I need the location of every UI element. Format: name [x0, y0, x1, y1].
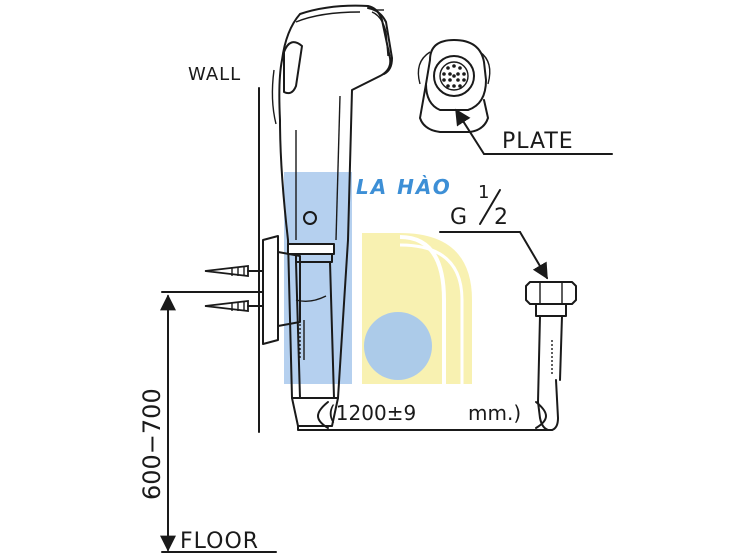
hose-length-label: (1200±9	[328, 401, 416, 425]
watermark-text: LA HÀO	[356, 175, 452, 199]
wall-screw-lower	[204, 299, 263, 313]
watermark-circle	[364, 312, 432, 380]
hose-length-unit: mm.)	[468, 401, 521, 425]
spray-plate-front-view	[417, 39, 491, 133]
hose-end-connector	[525, 281, 577, 403]
height-range-label: 600−700	[138, 388, 166, 500]
spray-head-side-view	[271, 4, 393, 427]
plate-callout	[455, 108, 613, 155]
floor-label: FLOOR	[180, 529, 259, 554]
thread-fraction-denominator: 2	[494, 205, 508, 230]
watermark-logo: LA HÀO	[284, 172, 472, 384]
plate-label: PLATE	[502, 129, 574, 154]
spray-nozzle-dots	[442, 64, 466, 88]
hose-length-dimension	[317, 401, 547, 429]
hose	[297, 379, 559, 431]
height-dimension	[160, 291, 277, 553]
thread-fraction-slash	[479, 189, 501, 225]
thread-g-label: G	[450, 205, 467, 230]
wall-screw-upper	[204, 264, 263, 278]
wall-label: WALL	[188, 64, 241, 85]
thread-size-callout	[439, 231, 548, 280]
thread-fraction-numerator: 1	[478, 182, 489, 203]
